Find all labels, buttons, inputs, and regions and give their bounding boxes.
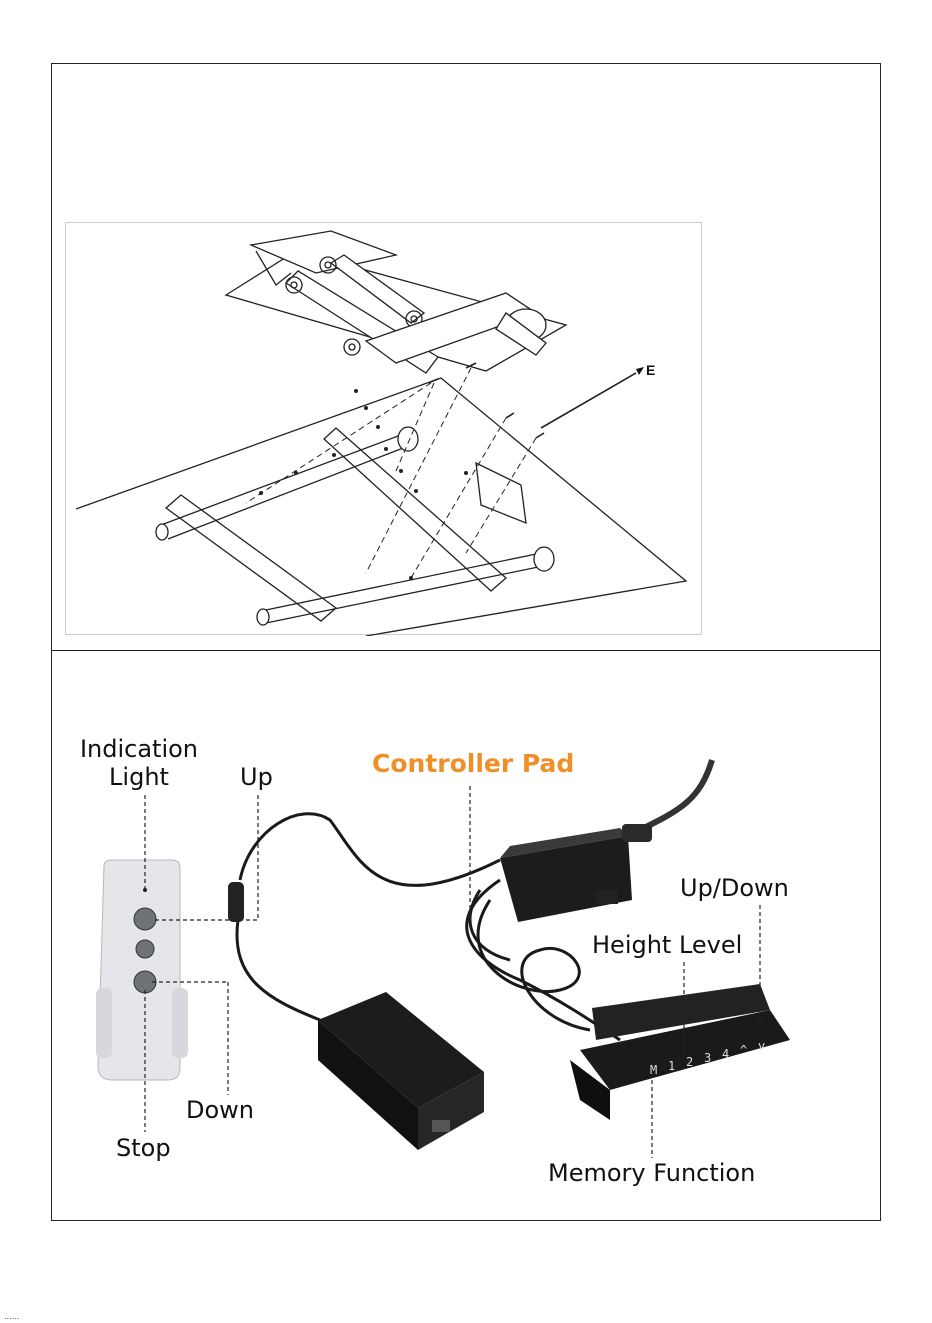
controller-pad-label: Controller Pad [372, 750, 574, 779]
pad-key-memory[interactable]: M [650, 1063, 657, 1077]
pad-key-4[interactable]: 4 [722, 1047, 729, 1061]
control-box [500, 824, 652, 922]
up-label: Up [240, 764, 273, 792]
memory-function-label: Memory Function [548, 1160, 755, 1188]
up-down-label: Up/Down [680, 875, 789, 903]
height-level-label: Height Level [592, 932, 742, 960]
inline-connector [228, 882, 244, 922]
keypad-controller [570, 984, 790, 1120]
pad-key-up[interactable]: ^ [740, 1043, 747, 1057]
remote-handset [96, 860, 188, 1080]
stop-label: Stop [116, 1135, 171, 1163]
power-adapter [318, 992, 484, 1150]
pad-key-down[interactable]: v [758, 1039, 765, 1053]
power-cable [640, 760, 712, 830]
pad-key-3[interactable]: 3 [704, 1051, 711, 1065]
pad-key-2[interactable]: 2 [686, 1055, 693, 1069]
pad-key-1[interactable]: 1 [668, 1059, 675, 1073]
indication-light-label: Indication Light [76, 736, 202, 791]
down-label: Down [186, 1097, 254, 1125]
page-corner-mark: ...... [4, 1312, 19, 1321]
